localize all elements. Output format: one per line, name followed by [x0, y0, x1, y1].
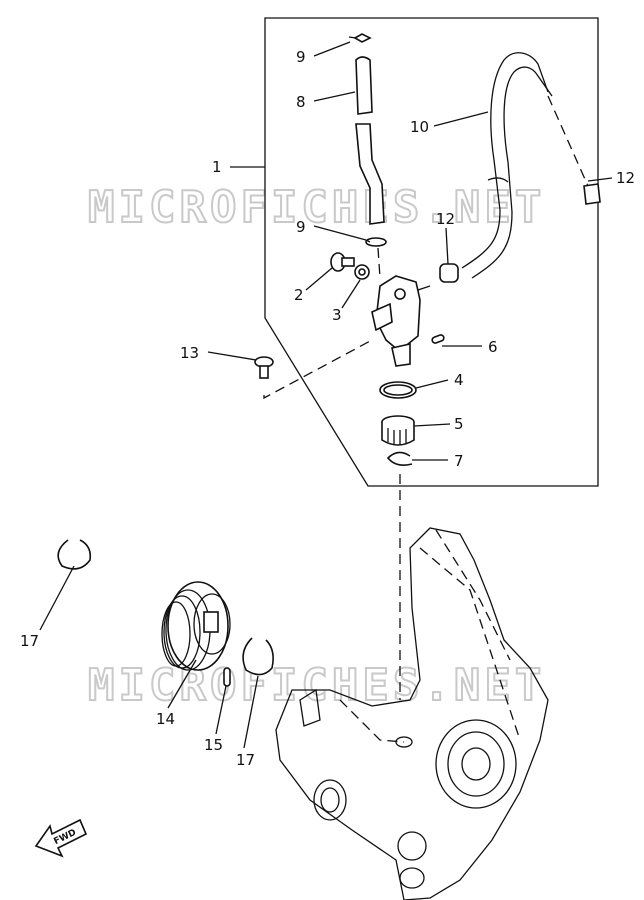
- callout-15: 15: [204, 736, 223, 754]
- circlip-part-7: [386, 451, 413, 466]
- watermark-top: MICROFICHES.NET: [88, 182, 545, 233]
- callout-17-right: 17: [236, 751, 255, 769]
- leader-lines: [39, 41, 613, 749]
- oil-hose-part-10: [461, 52, 553, 279]
- screw-part-2: [330, 252, 355, 272]
- alignment-line-13: [263, 339, 373, 400]
- crankcase-cover: [275, 527, 549, 900]
- washer-part-3: [354, 264, 370, 280]
- pulley-part-14: [161, 581, 231, 671]
- callout-13: 13: [180, 344, 199, 362]
- clip-part-9-lower: [365, 237, 387, 247]
- screw-part-13: [254, 356, 274, 379]
- callout-12-upper: 12: [616, 169, 635, 187]
- callout-8: 8: [296, 93, 306, 111]
- callout-4: 4: [454, 371, 464, 389]
- circlip-part-17-left: [57, 539, 92, 570]
- watermark-bottom: MICROFICHES.NET: [88, 660, 545, 711]
- breather-pipe-part-8: [355, 56, 385, 225]
- callout-17-left: 17: [20, 632, 39, 650]
- callout-1: 1: [212, 158, 222, 176]
- oil-pump-body: [371, 275, 431, 367]
- forward-arrow-icon: FWD: [34, 818, 88, 858]
- callout-9-top: 9: [296, 48, 306, 66]
- circlip-part-17-right: [242, 637, 274, 676]
- clip-part-9-top: [348, 33, 372, 43]
- callout-2: 2: [294, 286, 304, 304]
- hose-cap-part-12-upper: [583, 183, 601, 205]
- callout-14: 14: [156, 710, 175, 728]
- hose-cap-part-12-lower: [439, 263, 459, 283]
- o-ring-part-4: [379, 381, 417, 399]
- callout-7: 7: [454, 452, 464, 470]
- callout-6: 6: [488, 338, 498, 356]
- gear-part-5: [381, 415, 415, 446]
- callout-9-lower: 9: [296, 218, 306, 236]
- pin-part-6: [431, 334, 445, 344]
- pin-part-15: [223, 667, 231, 687]
- callout-12-lower: 12: [436, 210, 455, 228]
- alignment-line-9: [377, 247, 381, 279]
- callout-5: 5: [454, 415, 464, 433]
- callout-10: 10: [410, 118, 429, 136]
- assembly-frame: [264, 17, 599, 487]
- alignment-line-12: [547, 95, 589, 187]
- callout-3: 3: [332, 306, 342, 324]
